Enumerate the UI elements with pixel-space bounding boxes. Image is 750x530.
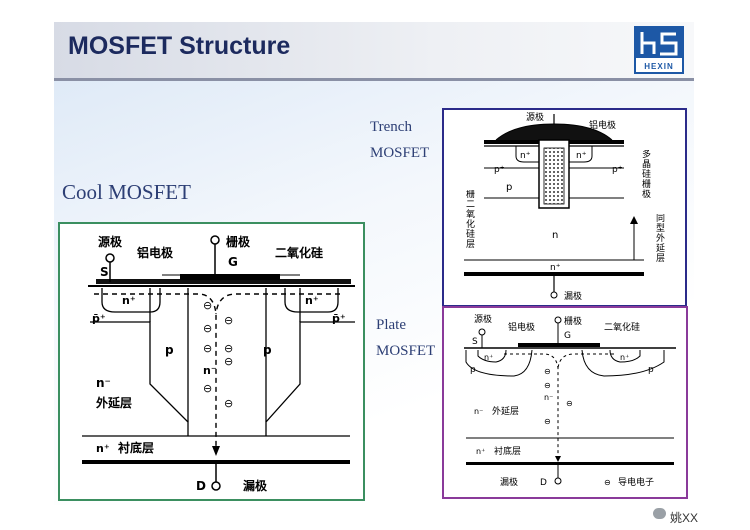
- slide-title: MOSFET Structure: [68, 32, 291, 60]
- plate-electron: ⊖: [566, 399, 573, 408]
- header-bar: MOSFET Structure HEXIN: [54, 22, 694, 81]
- logo-hs-mark: [636, 28, 682, 58]
- plate-drain-label: 漏极: [500, 476, 518, 488]
- plate-n-plus-right: n⁺: [620, 353, 629, 362]
- electron-mark: ⊖: [203, 299, 212, 312]
- electron-mark: ⊖: [224, 314, 233, 327]
- plate-n-plus-sub: n⁺: [476, 447, 485, 456]
- drain-d-label: D: [196, 479, 206, 493]
- electron-mark: ⊖: [203, 322, 212, 335]
- gate-g-label: G: [228, 255, 238, 269]
- plate-mosfet-diagram: ⊖ ⊖ ⊖ ⊖ ⊖ 源极 S 铝电极 栅极 G 二氧化硅 n⁺ n⁺ p p n…: [442, 306, 688, 499]
- trench-epi-label: 同型外延层: [656, 214, 666, 264]
- n-plus-sub-label: n⁺: [96, 442, 110, 455]
- plate-oxide-label: 二氧化硅: [604, 321, 640, 333]
- trench-mosfet-diagram: 源极 铝电极 n⁺ n⁺ p⁺ p⁺ p n n⁺ 漏极 多晶硅栅极 栅二氧化硅…: [442, 108, 687, 307]
- n-plus-right-label: n⁺: [305, 294, 319, 307]
- gate-label: 栅极: [226, 234, 251, 249]
- plate-electron: ⊖: [544, 381, 551, 390]
- trench-mosfet-label: Trench MOSFET: [370, 114, 429, 166]
- p-plus-left-label: p̄⁺: [92, 312, 106, 325]
- cool-mosfet-label: Cool MOSFET: [62, 180, 191, 204]
- plate-gate-label: 栅极: [564, 315, 582, 327]
- plate-p-left: p: [470, 365, 476, 375]
- plate-n-plus-left: n⁺: [484, 353, 493, 362]
- plate-s-label: S: [472, 337, 478, 347]
- plate-mosfet-label: Plate MOSFET: [376, 312, 435, 364]
- trench-p-plus-left: p⁺: [494, 165, 505, 175]
- electron-mark: ⊖: [224, 397, 233, 410]
- electron-mark: ⊖: [203, 382, 212, 395]
- trench-drain-label: 漏极: [564, 290, 582, 302]
- logo-text: HEXIN: [644, 62, 674, 71]
- p-plus-right-label: p̄⁺: [332, 312, 346, 325]
- n-minus-label: n⁻: [96, 376, 111, 390]
- electron-mark: ⊖: [203, 342, 212, 355]
- trench-al-electrode-label: 铝电极: [589, 119, 616, 131]
- source-s-label: S: [100, 265, 109, 279]
- plate-g-label: G: [564, 331, 571, 341]
- n-plus-left-label: n⁺: [122, 294, 136, 307]
- plate-n-minus-label: n⁻: [474, 407, 483, 416]
- epi-layer-label: 外延层: [96, 395, 132, 410]
- trench-p-plus-right: p⁺: [612, 165, 623, 175]
- electron-mark: ⊖: [224, 342, 233, 355]
- trench-n-plus-sub: n⁺: [550, 263, 561, 273]
- plate-source-label: 源极: [474, 313, 492, 325]
- plate-electron: ⊖: [544, 367, 551, 376]
- plate-d-label: D: [540, 478, 547, 488]
- plate-n-minus-channel: n⁻: [544, 393, 553, 402]
- plate-p-right: p: [648, 365, 654, 375]
- wechat-icon: [653, 508, 666, 519]
- cool-mosfet-diagram: ⊖ ⊖ ⊖ ⊖ ⊖ ⊖ ⊖ ⊖ 源极 S 铝电极 栅极 G 二氧化硅 n⁺ n⁺…: [58, 222, 365, 501]
- plate-substrate-label: 衬底层: [494, 445, 521, 457]
- trench-label-line1: Trench: [370, 119, 412, 135]
- electron-mark: ⊖: [224, 355, 233, 368]
- trench-source-label: 源极: [526, 111, 544, 123]
- trench-n-plus-right: n⁺: [576, 151, 587, 161]
- plate-electron-legend-label: 导电电子: [618, 476, 654, 488]
- p-left-label: p: [165, 343, 174, 357]
- plate-label-line2: MOSFET: [376, 343, 436, 359]
- trench-n-label: n: [552, 230, 558, 241]
- source-label: 源极: [98, 234, 123, 249]
- trench-gate-oxide-label: 栅二氧化硅层: [466, 190, 476, 250]
- n-channel-label: n⁻: [203, 364, 217, 377]
- al-electrode-label: 铝电极: [137, 245, 174, 260]
- trench-p-label: p: [506, 182, 512, 193]
- substrate-label: 衬底层: [118, 440, 154, 455]
- trench-label-line2: MOSFET: [370, 145, 430, 161]
- oxide-label: 二氧化硅: [275, 245, 323, 260]
- trench-n-plus-left: n⁺: [520, 151, 531, 161]
- p-right-label: p: [263, 343, 272, 357]
- drain-label: 漏极: [243, 478, 268, 493]
- plate-electron: ⊖: [544, 417, 551, 426]
- plate-label-line1: Plate: [376, 317, 406, 333]
- plate-electron-legend-icon: ⊖: [604, 478, 611, 487]
- plate-al-electrode-label: 铝电极: [508, 321, 535, 333]
- company-logo: HEXIN: [634, 26, 684, 74]
- watermark-text: 姚XX: [670, 511, 699, 525]
- plate-epi-label: 外延层: [492, 405, 519, 417]
- trench-poly-label: 多晶硅栅极: [642, 150, 652, 200]
